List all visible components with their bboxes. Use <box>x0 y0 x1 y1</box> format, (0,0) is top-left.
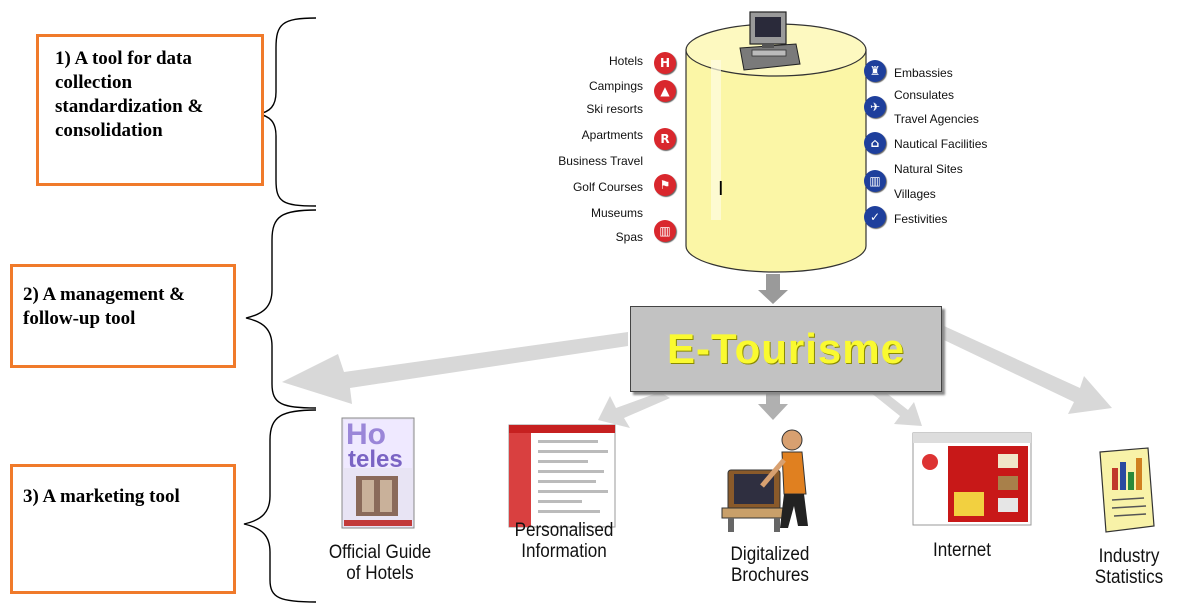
box-marketing-text: 3) A marketing tool <box>23 486 180 507</box>
arrow-right-far <box>944 326 1112 414</box>
festivities-icon: ✓ <box>864 206 886 228</box>
category-natural-sites: Natural Sites <box>894 162 963 176</box>
output-label-official-guide: Official Guide of Hotels <box>308 542 452 584</box>
arrow-left-far <box>282 332 628 404</box>
golf-icon: ⚑ <box>654 174 676 196</box>
category-business-travel: Business Travel <box>558 154 643 168</box>
category-villages: Villages <box>894 187 936 201</box>
arrow-left-near <box>598 392 670 428</box>
output-internet-text: Internet <box>933 540 991 561</box>
box-marketing: 3) A marketing tool <box>10 464 236 594</box>
guide-book-title-top: Ho <box>346 418 386 451</box>
category-museums: Museums <box>590 206 643 220</box>
apartment-icon: R <box>654 128 676 150</box>
arrow-down-center <box>758 392 788 420</box>
brace-middle <box>245 209 317 409</box>
consulate-icon: ✈ <box>864 96 886 118</box>
output-label-brochures: Digitalized Brochures <box>698 544 842 586</box>
output-personalised-text: Personalised Information <box>514 520 614 562</box>
output-label-internet: Internet <box>908 540 1016 561</box>
category-spas: Spas <box>615 230 643 244</box>
category-embassies: Embassies <box>894 66 953 80</box>
database-letter: I <box>718 178 724 200</box>
output-brochures-text: Digitalized Brochures <box>730 544 810 586</box>
output-label-personalised: Personalised Information <box>492 520 636 562</box>
box-management-text: 2) A management & follow-up tool <box>23 284 186 329</box>
box-data-collection-text: 1) A tool for data collection standardiz… <box>55 48 204 141</box>
computer-icon <box>739 11 801 71</box>
embassy-icon: ♜ <box>864 60 886 82</box>
box-data-collection: 1) A tool for data collection standardiz… <box>36 34 264 186</box>
museum-icon: ▥ <box>654 220 676 242</box>
brace-bottom <box>243 409 317 603</box>
box-management: 2) A management & follow-up tool <box>10 264 236 368</box>
arrow-down-to-center <box>758 274 788 304</box>
nautical-icon: ⌂ <box>864 132 886 154</box>
output-official-guide-text: Official Guide of Hotels <box>328 542 432 584</box>
hotel-guide-book-icon <box>341 417 415 529</box>
e-tourisme-title: E-Tourisme <box>667 325 905 372</box>
category-consulates: Consulates <box>894 88 955 102</box>
arrow-right-near <box>870 388 922 426</box>
category-travel-agencies: Travel Agencies <box>894 112 979 126</box>
category-apartments: Apartments <box>581 128 643 142</box>
category-nautical-facilities: Nautical Facilities <box>894 137 988 151</box>
natural-sites-icon: ▥ <box>864 170 886 192</box>
output-statistics-text: Industry Statistics <box>1094 546 1164 588</box>
category-ski-resorts: Ski resorts <box>586 102 643 116</box>
e-tourisme-box: E-Tourisme <box>630 306 942 392</box>
web-page-icon <box>508 424 616 528</box>
hotel-icon: H <box>654 52 676 74</box>
website-icon <box>912 432 1032 526</box>
guide-book-title-bottom: teles <box>348 446 403 473</box>
output-label-statistics: Industry Statistics <box>1080 546 1179 588</box>
statistics-report-icon <box>1099 447 1155 533</box>
person-at-computer-icon <box>721 429 808 532</box>
category-festivities: Festivities <box>894 212 948 226</box>
category-campings: Campings <box>588 79 643 93</box>
category-golf-courses: Golf Courses <box>572 180 643 194</box>
category-hotels: Hotels <box>608 54 643 68</box>
camping-icon: ▲ <box>654 80 676 102</box>
